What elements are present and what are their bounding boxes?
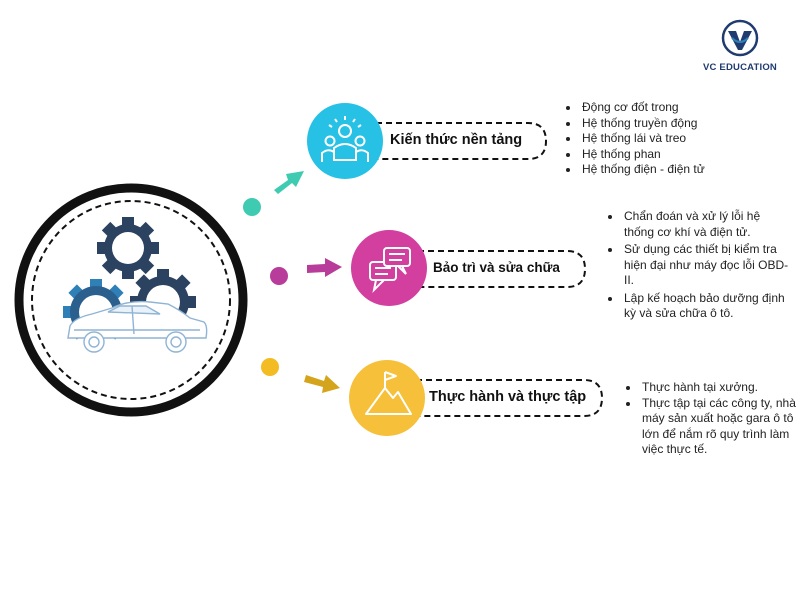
pill-label-3: Thực hành và thực tập [429,389,587,405]
arrow-2 [307,258,342,277]
arrow-3 [304,375,340,393]
vc-education-logo-icon [721,19,759,57]
branch-2-list: Chẩn đoán và xử lý lỗi hệ thống cơ khí v… [604,209,792,324]
list-item: Chẩn đoán và xử lý lỗi hệ thống cơ khí v… [622,209,792,240]
icon-circle-1 [307,103,383,179]
team-people-icon [321,116,369,162]
arrow-1 [274,171,304,194]
list-item: Hệ thống lái và treo [580,131,800,147]
pill-label-2: Bảo trì và sửa chữa [433,260,560,275]
list-item: Hệ thống truyền động [580,116,800,132]
list-item: Lập kế hoạch bảo dưỡng định kỳ và sửa ch… [622,291,792,322]
list-item: Hệ thống phan [580,147,800,163]
gears-and-car-icon [63,217,208,353]
connector-dot-3 [261,358,279,376]
branch-3-list: Thực hành tại xưởng. Thực tập tại các cô… [622,380,800,458]
list-item: Sử dụng các thiết bị kiểm tra hiện đại n… [622,242,792,289]
pill-outline-1 [346,122,548,160]
mountain-flag-icon [365,371,412,415]
list-item: Thực tập tại các công ty, nhà máy sản xu… [640,396,800,458]
connector-dot-1 [243,198,261,216]
icon-circle-3 [349,360,425,436]
list-item: Động cơ đốt trong [580,100,800,116]
list-item: Hệ thống điện - điện tử [580,162,800,178]
list-item: Thực hành tại xưởng. [640,380,800,396]
connector-dot-2 [270,267,288,285]
pill-label-1: Kiến thức nền tảng [390,132,523,148]
pill-outline-2 [388,250,587,288]
logo-text: VC EDUCATION [702,62,777,73]
branch-1-list: Động cơ đốt trong Hệ thống truyền động H… [562,100,800,178]
pill-outline-3 [386,379,604,417]
chat-bubbles-icon [369,247,411,294]
